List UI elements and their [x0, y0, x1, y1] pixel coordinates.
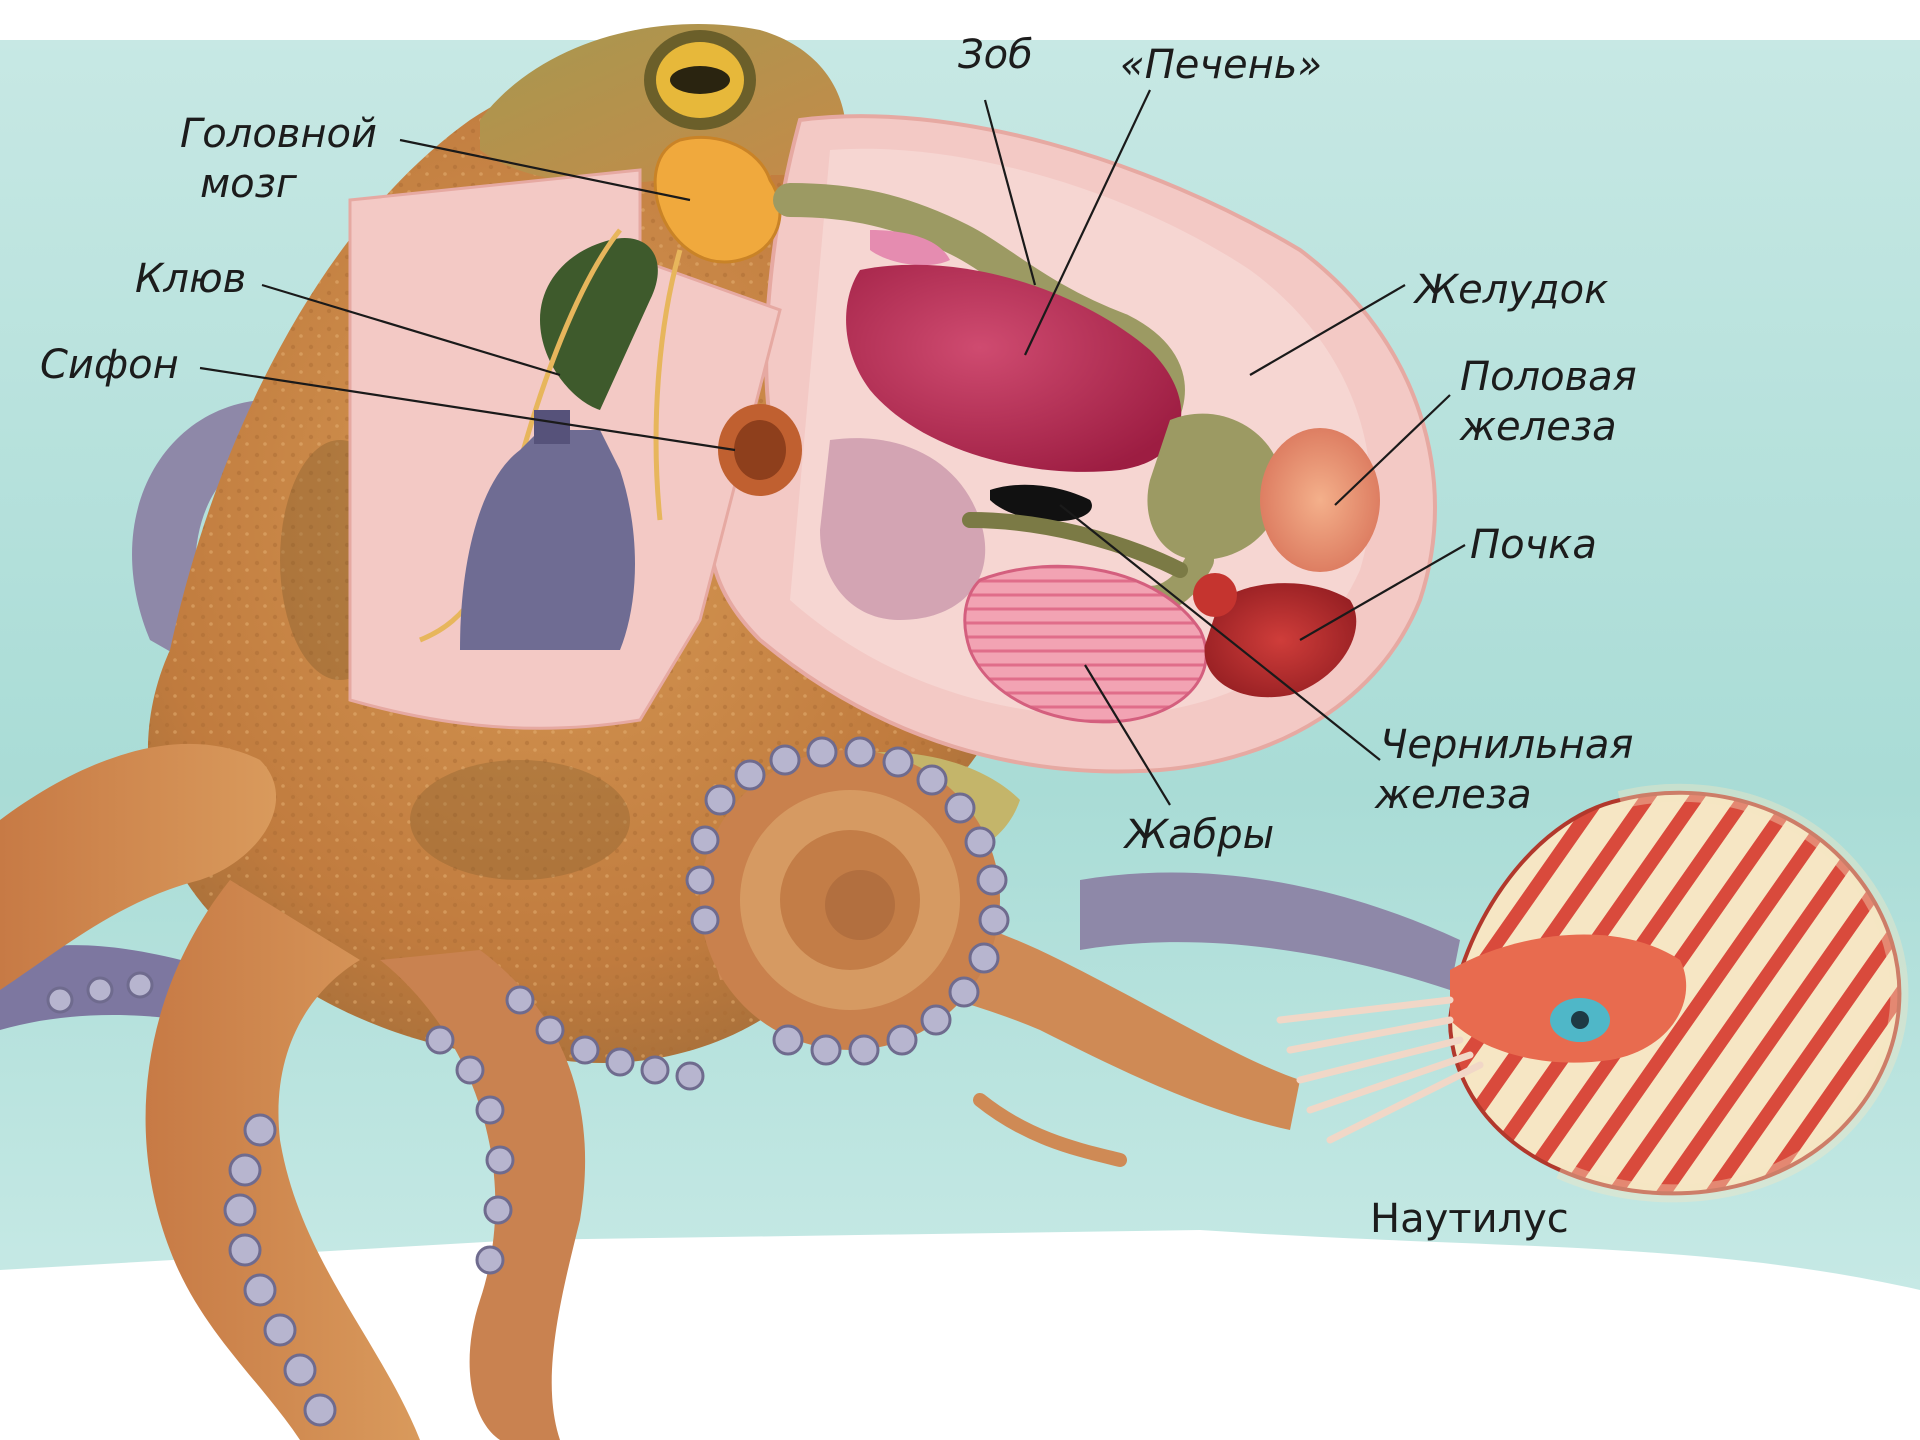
- label-kidney: Почка: [1470, 522, 1597, 568]
- label-nautilus: Наутилус: [1370, 1196, 1569, 1242]
- label-beak: Клюв: [135, 256, 246, 302]
- label-brain-line2: мозг: [200, 161, 298, 207]
- label-stomach: Желудок: [1412, 267, 1608, 313]
- label-liver: «Печень»: [1120, 42, 1322, 88]
- label-crop: Зоб: [958, 32, 1033, 78]
- label-gonad-line2: железа: [1459, 404, 1617, 450]
- gonad-organ: [1260, 428, 1380, 572]
- label-siphon: Сифон: [40, 342, 179, 388]
- label-ink-gland-line1: Чернильная: [1380, 722, 1633, 768]
- label-gonad-line1: Половая: [1460, 354, 1637, 400]
- label-ink-gland-line2: железа: [1374, 772, 1532, 818]
- label-gills: Жабры: [1122, 812, 1274, 858]
- label-brain-line1: Головной: [180, 111, 377, 157]
